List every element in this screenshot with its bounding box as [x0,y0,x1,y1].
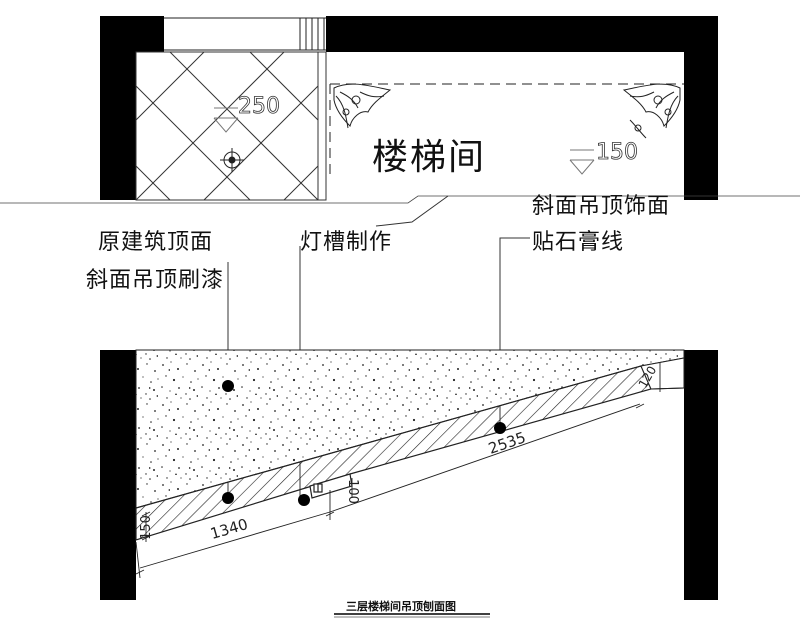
callout-dot-slab [222,380,234,392]
ceiling-light-icon [220,148,244,172]
plan-tile-area [135,51,327,201]
callout-dot-trough [298,494,310,506]
plan-wall-left [100,16,136,200]
callout-gypsum-line2: 贴石膏线 [532,230,625,255]
level-right-label: 150 [596,140,639,166]
drawing-caption: 三层楼梯间吊顶刨面图 [346,600,456,613]
callout-light-trough: 灯槽制作 [300,230,393,255]
callout-original-ceiling-line2: 斜面吊顶刷漆 [86,268,225,293]
dim-100-label: 100 [344,479,360,504]
ornament-left-icon [333,83,392,129]
cornice-detail [640,357,685,390]
plan-wall-top-right [326,16,718,52]
plan-wall-right [684,52,718,200]
section-cut-line [0,195,800,204]
callout-dot-gypsum [494,422,506,434]
callout-dots [222,380,506,506]
plan-view [0,16,800,204]
section-view [100,349,718,600]
callout-original-ceiling-line1: 原建筑顶面 [98,230,214,255]
level-marker-right [569,149,595,175]
section-wall-left [100,350,136,600]
level-left-label: 250 [238,94,281,120]
callout-gypsum-line1: 斜面吊顶饰面 [532,194,671,219]
dim-150-label: 150 [138,515,154,540]
callout-dot-ceiling [222,492,234,504]
room-name-label: 楼梯间 [372,137,487,178]
plan-window [164,17,326,51]
ornament-right-icon [622,83,681,139]
section-wall-right [684,350,718,600]
level-marker-left [213,107,239,133]
plan-ceiling-edge [329,83,684,180]
dimension-lines [135,362,661,579]
